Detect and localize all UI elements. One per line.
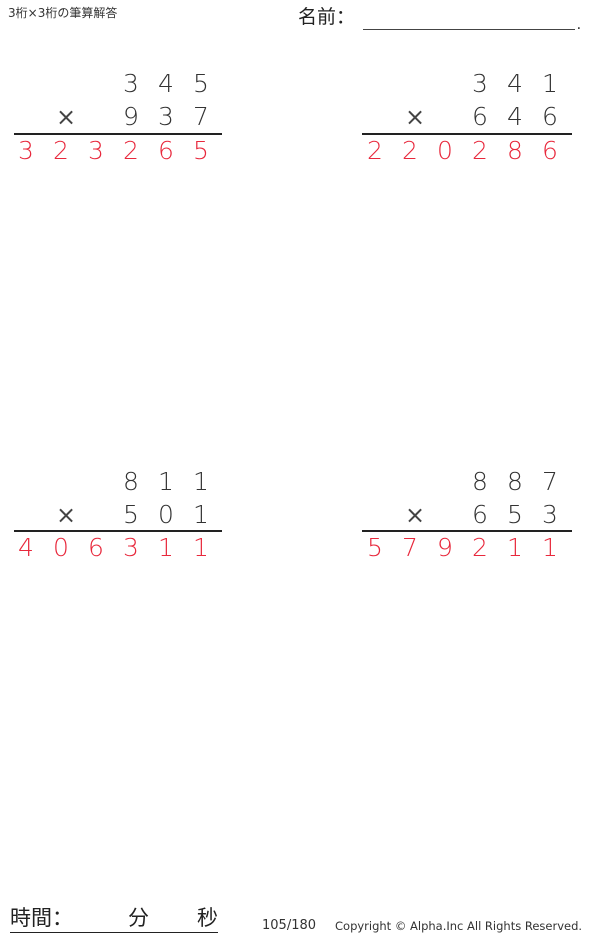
answer-digit: 2: [472, 136, 488, 165]
answer-digit: 7: [402, 533, 418, 562]
answer-digit: 3: [18, 136, 34, 165]
digit: 9: [123, 102, 139, 131]
problem-1: 3 4 5 × 9 3 7 3 2 3 2 6 5: [11, 68, 231, 178]
multiplicand-row: 8 1 1: [11, 467, 231, 497]
digit: 5: [507, 500, 523, 529]
digit: 6: [472, 102, 488, 131]
multiply-sign: ×: [55, 103, 77, 131]
digit: 5: [123, 500, 139, 529]
multiply-sign: ×: [404, 103, 426, 131]
worksheet-title: 3桁×3桁の筆算解答: [8, 6, 118, 20]
answer-digit: 9: [437, 533, 453, 562]
time-label: 時間：: [10, 906, 73, 930]
multiplier-row: × 9 3 7: [11, 102, 231, 132]
answer-digit: 0: [437, 136, 453, 165]
digit: 4: [507, 102, 523, 131]
answer-digit: 0: [53, 533, 69, 562]
time-field[interactable]: 時間： 分 秒: [10, 904, 218, 933]
digit: 5: [193, 69, 209, 98]
answer-row: 4 0 6 3 1 1: [11, 533, 231, 563]
answer-digit: 8: [507, 136, 523, 165]
answer-digit: 5: [367, 533, 383, 562]
seconds-label: 秒: [197, 906, 218, 930]
copyright-notice: Copyright © Alpha.Inc All Rights Reserve…: [335, 919, 583, 933]
answer-digit: 6: [88, 533, 104, 562]
answer-digit: 1: [193, 533, 209, 562]
name-end-dot: .: [576, 17, 582, 33]
multiplicand-row: 8 8 7: [360, 467, 580, 497]
answer-digit: 6: [158, 136, 174, 165]
digit: 1: [193, 467, 209, 496]
answer-digit: 3: [123, 533, 139, 562]
result-rule: [362, 530, 572, 532]
digit: 1: [542, 69, 558, 98]
answer-digit: 2: [123, 136, 139, 165]
digit: 8: [507, 467, 523, 496]
digit: 0: [158, 500, 174, 529]
multiplier-row: × 6 5 3: [360, 500, 580, 530]
digit: 8: [123, 467, 139, 496]
digit: 7: [542, 467, 558, 496]
answer-digit: 2: [53, 136, 69, 165]
answer-digit: 2: [367, 136, 383, 165]
answer-digit: 6: [542, 136, 558, 165]
digit: 3: [158, 102, 174, 131]
multiplicand-row: 3 4 5: [11, 69, 231, 99]
digit: 4: [507, 69, 523, 98]
answer-row: 3 2 3 2 6 5: [11, 136, 231, 166]
answer-digit: 2: [472, 533, 488, 562]
digit: 7: [193, 102, 209, 131]
result-rule: [14, 133, 222, 135]
page-number: 105/180: [262, 918, 317, 933]
result-rule: [14, 530, 222, 532]
multiplier-row: × 5 0 1: [11, 500, 231, 530]
answer-digit: 1: [507, 533, 523, 562]
answer-digit: 4: [18, 533, 34, 562]
problem-4: 8 8 7 × 6 5 3 5 7 9 2 1 1: [360, 466, 580, 576]
digit: 1: [158, 467, 174, 496]
digit: 4: [158, 69, 174, 98]
answer-digit: 5: [193, 136, 209, 165]
answer-row: 2 2 0 2 8 6: [360, 136, 580, 166]
answer-digit: 1: [542, 533, 558, 562]
result-rule: [362, 133, 572, 135]
answer-row: 5 7 9 2 1 1: [360, 533, 580, 563]
problem-2: 3 4 1 × 6 4 6 2 2 0 2 8 6: [360, 68, 580, 178]
multiplier-row: × 6 4 6: [360, 102, 580, 132]
digit: 3: [123, 69, 139, 98]
digit: 8: [472, 467, 488, 496]
digit: 6: [472, 500, 488, 529]
digit: 6: [542, 102, 558, 131]
name-field[interactable]: 名前： .: [298, 4, 581, 32]
name-input-line[interactable]: .: [363, 7, 581, 32]
minutes-label: 分: [128, 906, 149, 930]
name-label: 名前：: [298, 6, 356, 28]
digit: 1: [193, 500, 209, 529]
digit: 3: [472, 69, 488, 98]
answer-digit: 1: [158, 533, 174, 562]
digit: 3: [542, 500, 558, 529]
multiplicand-row: 3 4 1: [360, 69, 580, 99]
multiply-sign: ×: [404, 501, 426, 529]
problem-3: 8 1 1 × 5 0 1 4 0 6 3 1 1: [11, 466, 231, 576]
answer-digit: 2: [402, 136, 418, 165]
multiply-sign: ×: [55, 501, 77, 529]
answer-digit: 3: [88, 136, 104, 165]
